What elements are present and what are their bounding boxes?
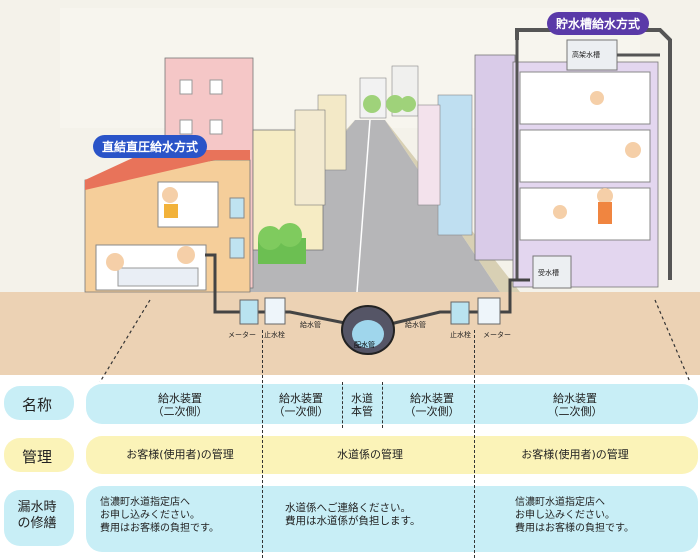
meter-left-label: メーター [228,331,256,339]
receiving-tank-label: 受水槽 [538,269,559,277]
leak-row: 漏水時 の修繕 信濃町水道指定店へ お申し込みください。 費用はお客様の負担です… [0,482,700,558]
leak-cell-customer-left: 信濃町水道指定店へ お申し込みください。 費用はお客様の負担です。 [100,497,219,534]
leak-cell-customer-right: 信濃町水道指定店へ お申し込みください。 費用はお客様の負担です。 [515,497,634,534]
name-cell-customer-right: 給水装置 （二次側） [547,392,603,418]
diagonal-dash-lines [99,299,691,383]
name-row-header: 名称 [21,396,52,414]
manage-cell-utility: 水道係の管理 [337,448,403,461]
main-pipe-label: 配水管 [354,341,375,349]
leak-row-bg [86,486,698,552]
leak-row-header-bg [4,490,74,546]
boundary-line-left [262,330,263,558]
name-row-header-bg [4,386,74,420]
manage-row: 管理 お客様(使用者)の管理 水道係の管理 お客様(使用者)の管理 [0,432,700,478]
manage-row-bg [86,436,698,474]
manage-cell-customer-left: お客様(使用者)の管理 [126,448,234,461]
boundary-line-main-right [382,382,383,428]
name-cell-primary-left: 給水装置 （一次側） [273,392,329,418]
direct-supply-tag: 直結直圧給水方式 [93,135,208,158]
manage-row-header-bg [4,438,74,472]
supply-pipe-left-label: 給水管 [300,321,321,329]
stopcock-left-label: 止水栓 [264,331,285,339]
boundary-line-main-left [342,382,343,428]
stopcock-right-label: 止水栓 [450,331,471,339]
meter-right-label: メーター [483,331,511,339]
leak-cell-utility: 水道係へご連絡ください。 費用は水道係が負担します。 [285,502,421,527]
leak-row-header: 漏水時 の修繕 [17,500,57,531]
supply-pipe-right-label: 給水管 [405,321,426,329]
name-cell-customer-left: 給水装置 （二次側） [152,392,208,418]
water-supply-illustration [0,0,700,375]
tank-supply-tag: 貯水槽給水方式 [547,12,650,35]
manage-row-header: 管理 [21,448,52,466]
high-tank-label: 高架水槽 [572,51,600,59]
boundary-line-right [474,330,475,558]
name-row: 名称 給水装置 （二次側） 給水装置 （一次側） 水道 本管 給水装置 （一次側… [0,380,700,428]
name-cell-main: 水道 本管 [351,392,373,418]
name-row-bg [86,384,698,424]
manage-cell-customer-right: お客様(使用者)の管理 [521,448,629,461]
name-cell-primary-right: 給水装置 （一次側） [404,392,460,418]
